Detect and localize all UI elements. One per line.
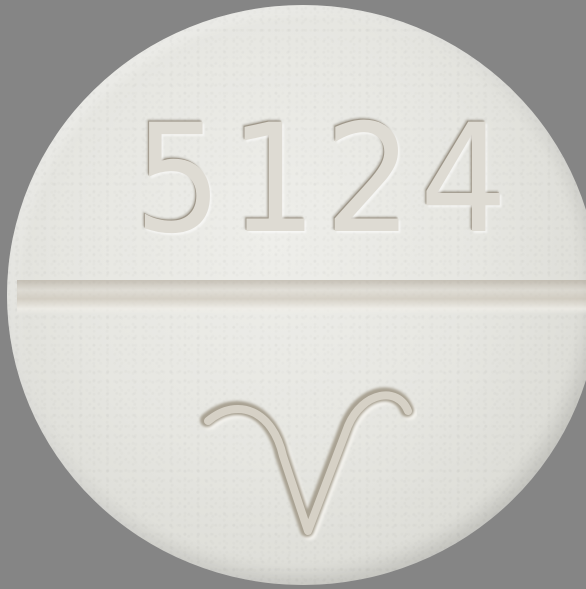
- score-line: [17, 280, 586, 314]
- pill-tablet: 5124 V: [7, 5, 586, 585]
- v-logo-icon: V: [200, 387, 417, 540]
- imprint-code: 5124: [134, 93, 515, 267]
